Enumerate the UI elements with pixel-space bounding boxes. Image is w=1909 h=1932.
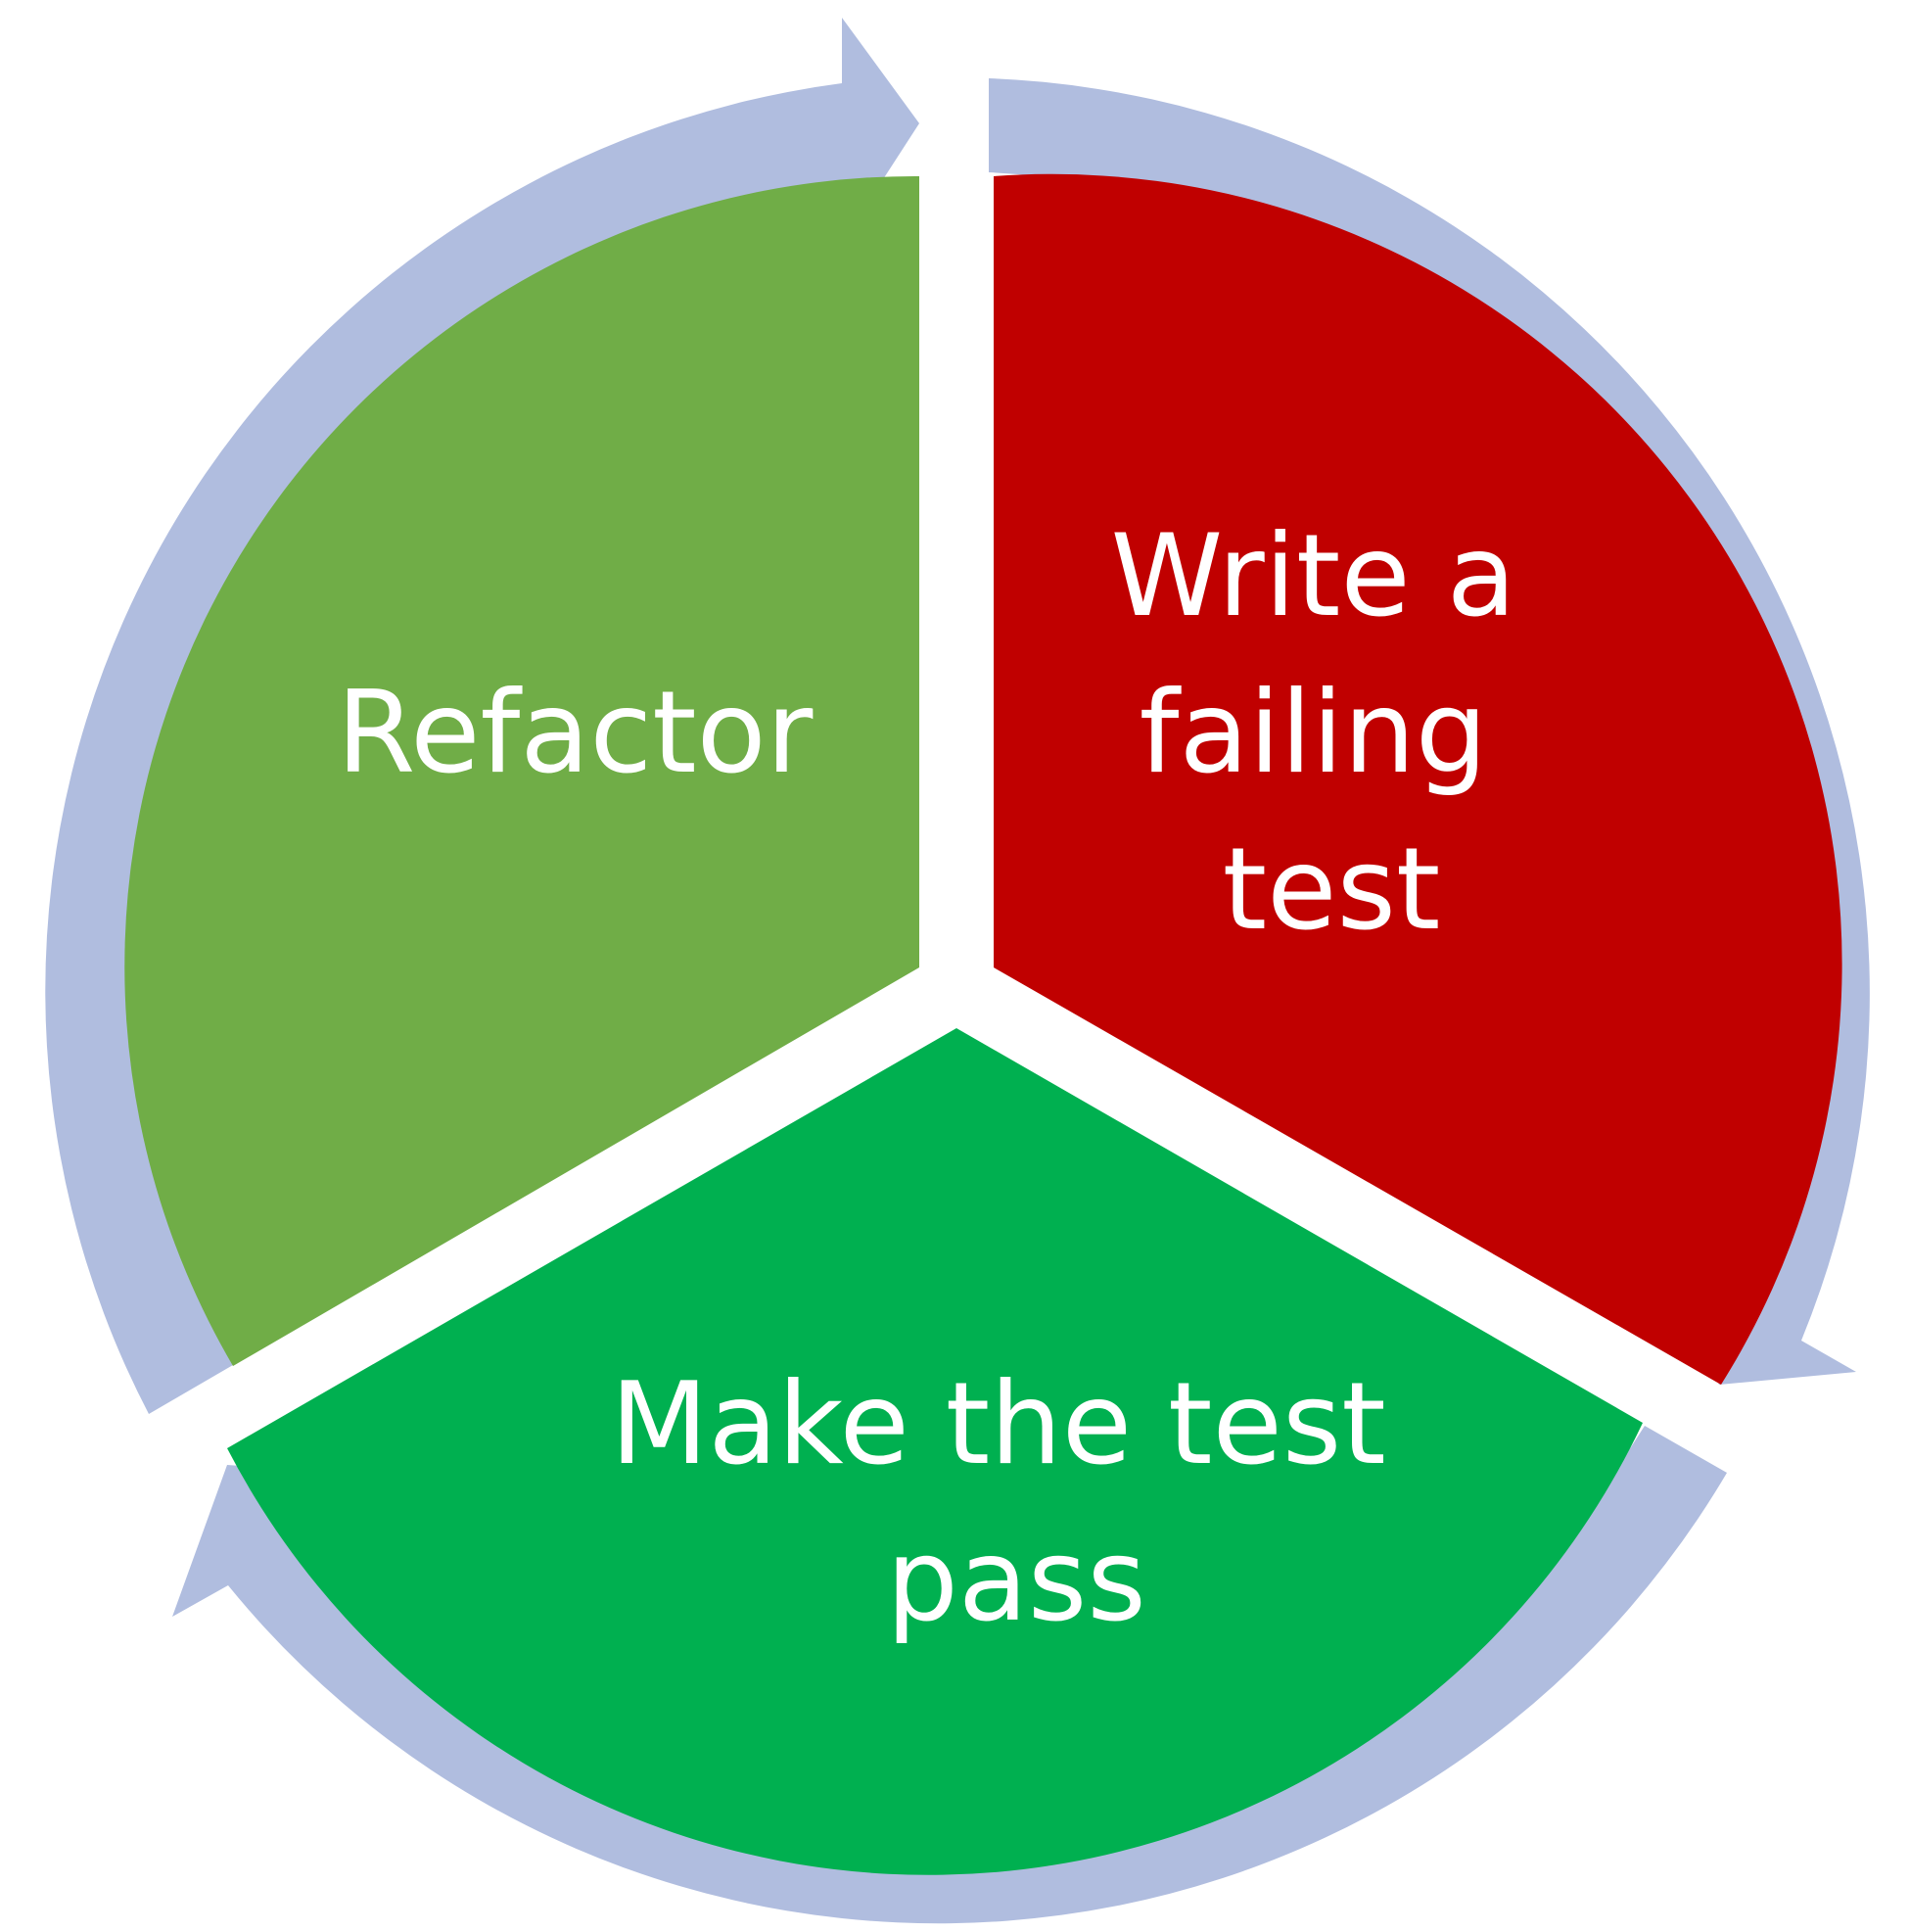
segment-write-failing-test xyxy=(994,173,1842,1385)
label-refactor: Refactor xyxy=(337,667,814,799)
arrow-to-refactor-segment xyxy=(45,18,920,1414)
label-make-test-pass: Make the test pass xyxy=(610,1358,1421,1647)
segment-refactor xyxy=(124,175,919,1366)
arrow-to-write-segment xyxy=(989,78,1870,1385)
cycle-arrows xyxy=(45,18,1870,1924)
label-write-failing-test: Write a failing test xyxy=(1110,510,1552,956)
segment-make-test-pass xyxy=(227,1028,1643,1875)
arrow-to-make-pass-segment xyxy=(172,1426,1727,1924)
pie-segments xyxy=(124,173,1842,1875)
segment-labels: Write a failing test Make the test pass … xyxy=(337,510,1552,1647)
